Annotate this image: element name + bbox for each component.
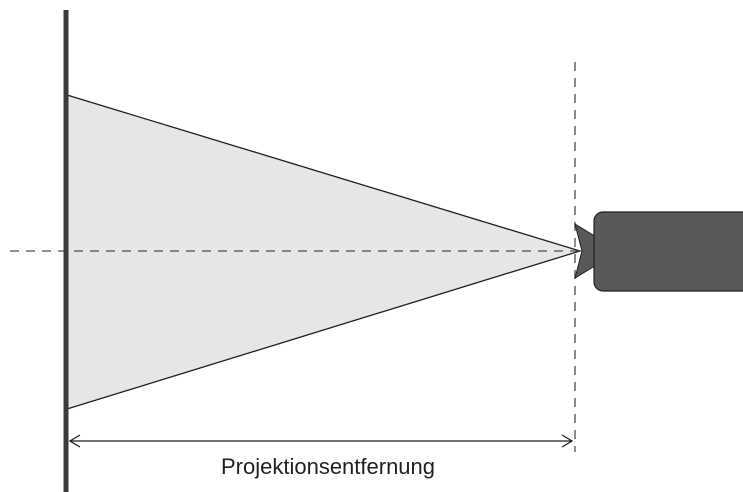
distance-label: Projektionsentfernung xyxy=(221,454,435,479)
left-arrowhead-icon xyxy=(68,434,81,448)
projection-light-cone xyxy=(66,94,583,410)
projector-body xyxy=(593,211,743,292)
distance-dimension xyxy=(68,434,574,448)
projector-icon xyxy=(574,211,743,292)
right-arrowhead-icon xyxy=(561,434,574,448)
